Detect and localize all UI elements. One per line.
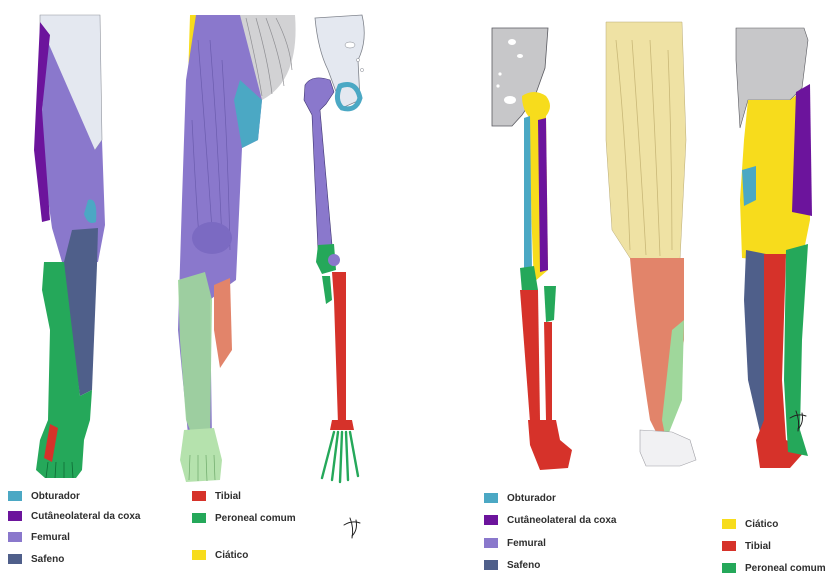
peroneal-posterior-region [784, 244, 808, 456]
legend-left-tibial: Tibial [192, 489, 241, 503]
anterior-cutaneous-map [34, 15, 105, 478]
foot-bones-peroneal [322, 432, 358, 482]
legend-right-ciatico: Ciático [722, 517, 778, 531]
legend-right-cutaneo: Cutâneolateral da coxa [484, 513, 616, 527]
legend-right-obturador: Obturador [484, 491, 556, 505]
foot-posterior [528, 420, 572, 470]
posterior-cutaneous-map [736, 28, 812, 468]
anterior-muscle-map [178, 15, 296, 482]
legend-label: Ciático [215, 550, 248, 561]
legend-left-obturador: Obturador [8, 489, 80, 503]
legend-right-femural: Femural [484, 536, 546, 550]
legend-swatch [722, 563, 736, 573]
heel-region [640, 430, 696, 466]
legend-swatch [8, 511, 22, 521]
legend-right-safeno: Safeno [484, 558, 540, 572]
fibula-bone [322, 276, 332, 304]
legend-label: Ciático [745, 519, 778, 530]
legend-swatch [8, 554, 22, 564]
legend-swatch [722, 541, 736, 551]
legend-label: Safeno [507, 560, 540, 571]
safeno-posterior-region [744, 250, 766, 432]
legend-label: Tibial [745, 541, 771, 552]
fibula-lower-posterior [544, 322, 552, 420]
legend-swatch [8, 532, 22, 542]
legend-right-tibial: Tibial [722, 539, 771, 553]
legend-label: Obturador [507, 493, 556, 504]
artist-signature-left [344, 518, 360, 538]
legend-swatch [192, 513, 206, 523]
tibial-muscle-region [214, 278, 232, 368]
legend-swatch [722, 519, 736, 529]
ankle-tibial [330, 420, 354, 430]
legend-left-femural: Femural [8, 530, 70, 544]
legend-swatch [192, 491, 206, 501]
peroneal-muscle-region [178, 272, 212, 455]
foot-anterior [180, 428, 222, 482]
tibia-bone [332, 272, 346, 424]
legend-swatch [484, 493, 498, 503]
posterior-skeleton-map [492, 28, 572, 470]
patella [328, 254, 340, 266]
legend-swatch [484, 538, 498, 548]
legend-label: Cutâneolateral da coxa [507, 515, 616, 526]
legend-label: Obturador [31, 491, 80, 502]
legend-label: Femural [31, 532, 70, 543]
femur-bone [304, 78, 334, 250]
legend-label: Femural [507, 538, 546, 549]
legend-swatch [8, 491, 22, 501]
legend-swatch [484, 560, 498, 570]
knee-patella [192, 222, 232, 254]
legend-label: Peroneal comum [745, 563, 826, 574]
legend-label: Cutâneolateral da coxa [31, 511, 140, 522]
legend-label: Tibial [215, 491, 241, 502]
tibia-posterior [520, 290, 540, 422]
obturador-posterior [742, 166, 756, 206]
anterior-skeleton-map [304, 15, 364, 482]
legend-label: Safeno [31, 554, 64, 565]
legend-swatch [192, 550, 206, 560]
legend-left-cutaneo: Cutâneolateral da coxa [8, 509, 140, 523]
posterior-muscle-map [606, 22, 696, 466]
legend-left-safeno: Safeno [8, 552, 64, 566]
legend-right-peroneal: Peroneal comum [722, 561, 826, 575]
fibula-posterior [544, 286, 556, 322]
legend-left-ciatico: Ciático [192, 548, 248, 562]
legend-swatch [484, 515, 498, 525]
legend-left-peroneal: Peroneal comum [192, 511, 296, 525]
legend-label: Peroneal comum [215, 513, 296, 524]
